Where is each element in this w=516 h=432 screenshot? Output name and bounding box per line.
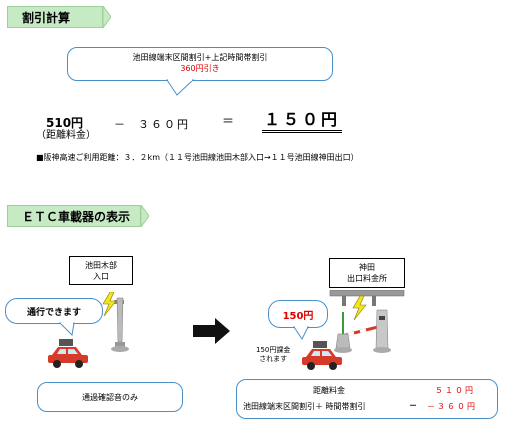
entrance-sign-line2: 入口 (93, 272, 109, 281)
etc-display-title: ＥＴＣ車載器の表示 (22, 209, 131, 224)
amount-left-note: （距離料金） (36, 130, 96, 141)
billed-note: 150円課金 されます (256, 346, 290, 364)
signal-lightning-icon (102, 292, 117, 316)
route-note: ■阪神高速ご利用距離：３．２km（１１号池田線池田木部入口→１１号池田線神田出口… (36, 153, 359, 162)
discount-label: 池田線端末区間割引＋ 時間帯割引 (243, 402, 366, 411)
equals-sign: ＝ (222, 114, 235, 128)
billed-note-line1: 150円課金 (256, 346, 291, 354)
pass-ok-text: 通行できます (26, 307, 81, 318)
etc-display-header: ＥＴＣ車載器の表示 (7, 205, 141, 227)
discount-calc-title: 割引計算 (22, 10, 71, 25)
car-icon (48, 339, 88, 368)
discount-bubble-line1: 池田線端末区間割引+上記時間帯割引 (132, 53, 268, 62)
discount-bubble: 池田線端末区間割引+上記時間帯割引 360円引き (67, 47, 333, 81)
exit-sign-line2: 出口料金所 (347, 274, 387, 283)
discount-amount: ３６０円 (138, 118, 190, 131)
signal-lightning-icon (352, 296, 367, 320)
pass-confirm-text: 通過確認音のみ (82, 392, 138, 402)
pass-ok-bubble: 通行できます (5, 298, 103, 324)
distance-fee-label: 距離料金 (313, 386, 345, 395)
bubble-tail (293, 326, 309, 340)
discount-bubble-line2: 360円引き (180, 64, 220, 73)
exit-sign: 神田 出口料金所 (329, 258, 405, 288)
amount-left: 510円 (46, 116, 84, 130)
bubble-tail (166, 79, 195, 96)
minus-sign: － (114, 118, 125, 131)
result-amount: １５０円 (262, 110, 343, 133)
arrow-right-icon (193, 318, 230, 344)
toll-gate-icon (329, 290, 405, 353)
car-icon (302, 341, 342, 370)
billed-note-line2: されます (259, 355, 288, 363)
entrance-sign: 池田木部 入口 (69, 256, 133, 285)
minus-operator: － (409, 401, 417, 410)
discount-value: －３６０円 (427, 402, 477, 411)
exit-sign-line1: 神田 (359, 263, 375, 272)
header-arrow-tip (141, 205, 149, 227)
charge-breakdown-box: 距離料金 ５１０円 池田線端末区間割引＋ 時間帯割引 － －３６０円 (236, 379, 498, 419)
pass-confirm-box: 通過確認音のみ (37, 382, 183, 412)
charge-amount: 150円 (282, 310, 314, 322)
distance-fee-value: ５１０円 (435, 386, 475, 395)
antenna-pole-icon (111, 297, 129, 352)
entrance-sign-line1: 池田木部 (85, 261, 117, 270)
header-arrow-tip (103, 6, 111, 28)
bubble-tail (58, 322, 75, 336)
discount-calc-header: 割引計算 (7, 6, 103, 28)
charge-bubble: 150円 (268, 300, 328, 328)
